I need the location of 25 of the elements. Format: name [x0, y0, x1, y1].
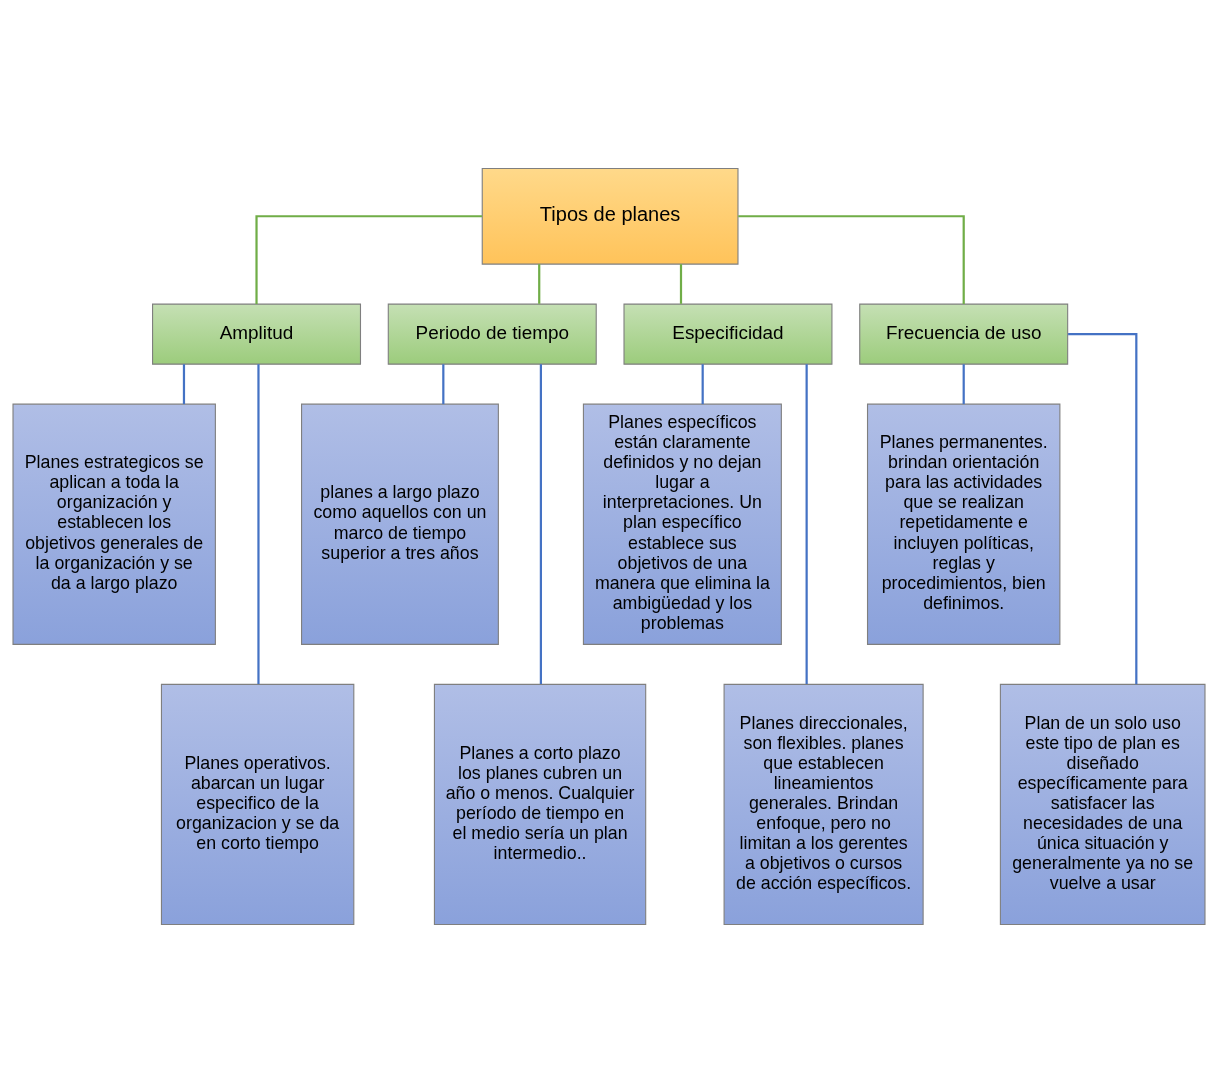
node-box: Planes permanentes. brindan orientación para las actividades que se realizan repetidamente e incluyen políticas, reglas y procedimientos, bien definimos. — [866, 403, 1061, 645]
connector — [255, 214, 482, 304]
node-box: Tipos de planes — [481, 167, 739, 265]
connector — [805, 363, 808, 684]
connector — [679, 263, 683, 304]
node-box: Periodo de tiempo — [387, 303, 597, 365]
node-box: Planes estrategicos se aplican a toda la organización y establecen los objetivos generales de la organización y se da a largo plazo — [12, 403, 216, 645]
node-box: Frecuencia de uso — [859, 303, 1069, 365]
connector — [538, 263, 541, 304]
connector — [1068, 332, 1138, 684]
node-box: Plan de un solo uso este tipo de plan es diseñado específicamente para satisfacer las necesidades de una única situación y generalmente ya no se vuelve a usar — [999, 683, 1206, 925]
connector — [182, 363, 186, 404]
connector — [539, 363, 542, 684]
node-box: Planes específicos están claramente definidos y no dejan lugar a interpretaciones. Un plan específico establece sus objetivos de una manera que elimina la ambigüedad y los problemas — [582, 403, 782, 645]
node-box: Planes operativos. abarcan un lugar especifico de la organizacion y se da en corto tiempo — [160, 683, 355, 925]
connector — [738, 214, 965, 304]
connector — [701, 363, 704, 404]
node-box: Especificidad — [623, 303, 833, 365]
connector — [442, 363, 445, 404]
node-box: Amplitud — [152, 303, 362, 365]
node-box: Planes direccionales, son flexibles. planes que establecen lineamientos generales. Brindan enfoque, pero no limitan a los gerentes a objetivos o cursos de acción específicos. — [723, 683, 924, 925]
connector — [962, 363, 965, 404]
connector — [257, 363, 260, 684]
node-box: planes a largo plazo como aquellos con un marco de tiempo superior a tres años — [301, 403, 499, 645]
node-box: Planes a corto plazo los planes cubren un año o menos. Cualquier período de tiempo en el medio sería un plan intermedio.. — [433, 683, 647, 925]
